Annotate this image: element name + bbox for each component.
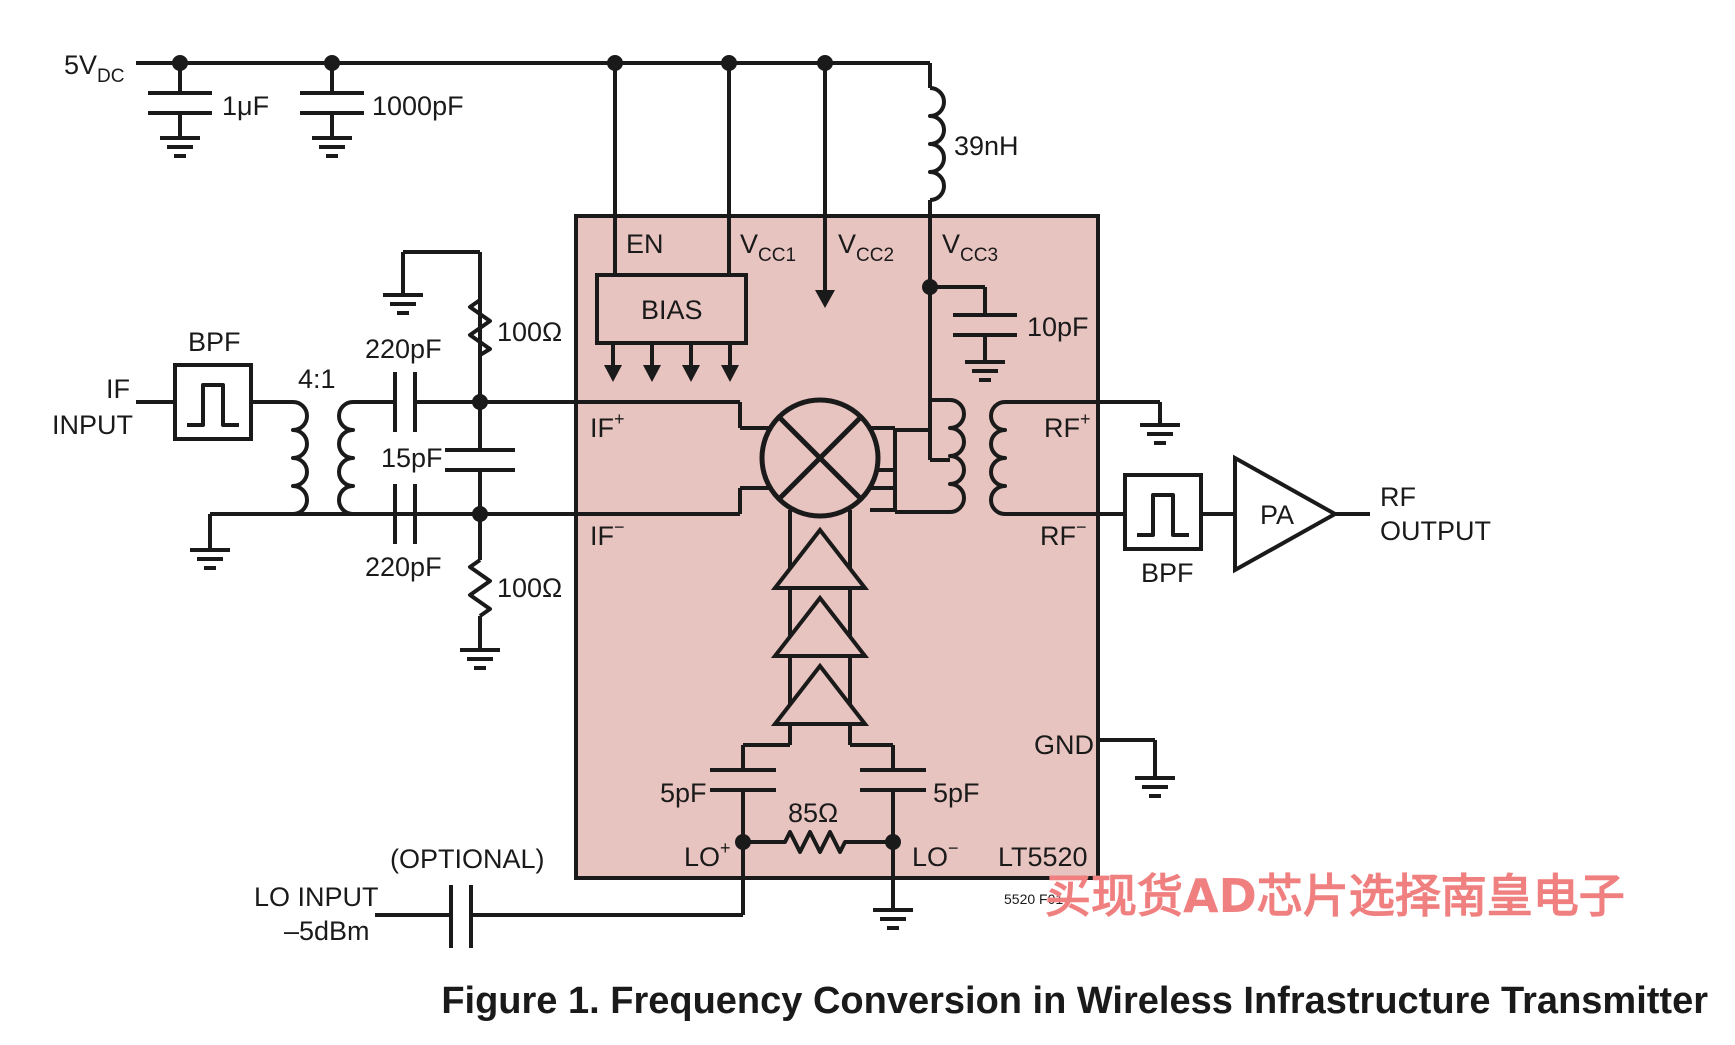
- lo-input-line1: LO INPUT: [254, 882, 379, 912]
- chip-part-number: LT5520: [998, 842, 1088, 872]
- lo-input-network: [710, 745, 926, 930]
- label-39nh: 39nH: [954, 131, 1019, 161]
- pin-vcc1: VCC1: [740, 229, 796, 266]
- transformer-ratio: 4:1: [298, 364, 336, 394]
- rf-output-chain: [1123, 454, 1370, 574]
- capacitor-1uf: [148, 63, 212, 158]
- if-input-line1: IF: [106, 374, 130, 404]
- figure-caption: Figure 1. Frequency Conversion in Wirele…: [441, 980, 1708, 1022]
- capacitor-10pf: [930, 285, 1017, 382]
- inductor-39nh: [928, 63, 946, 460]
- bias-arrows: [604, 343, 739, 382]
- bias-label: BIAS: [641, 295, 703, 325]
- label-220pf-top: 220pF: [365, 334, 442, 364]
- label-100ohm-top: 100Ω: [497, 317, 562, 347]
- lo-input-coupling: [375, 885, 743, 948]
- pin-lo-minus: LO−: [912, 838, 959, 872]
- pin-lo-plus: LO+: [684, 838, 731, 872]
- label-10pf: 10pF: [1027, 312, 1089, 342]
- rf-output-line2: OUTPUT: [1380, 516, 1491, 546]
- if-input-line2: INPUT: [52, 410, 133, 440]
- pin-rf-plus: RF+: [1044, 409, 1091, 443]
- pin-vcc3: VCC3: [942, 229, 998, 266]
- gnd-pin-wire: [1098, 738, 1177, 798]
- lo-optional-label: (OPTIONAL): [390, 844, 545, 874]
- label-5pf-right: 5pF: [933, 778, 980, 808]
- pin-vcc2: VCC2: [838, 229, 894, 266]
- label-100ohm-bottom: 100Ω: [497, 573, 562, 603]
- pin-rf-minus: RF−: [1040, 517, 1087, 551]
- lo-input-line2: –5dBm: [284, 916, 370, 946]
- pin-en: EN: [626, 229, 664, 259]
- bias-block: [595, 273, 748, 345]
- label-1000pf: 1000pF: [372, 91, 464, 121]
- pin-if-plus: IF+: [590, 409, 625, 443]
- rf-bpf-label: BPF: [1141, 558, 1194, 588]
- label-85ohm: 85Ω: [788, 798, 838, 828]
- watermark-text: 买现货AD芯片选择南皇电子: [1045, 869, 1625, 923]
- pin-if-minus: IF−: [590, 517, 625, 551]
- pin-gnd: GND: [1034, 730, 1094, 760]
- label-5pf-left: 5pF: [660, 778, 707, 808]
- figure-code: 5520 F01: [1004, 891, 1063, 907]
- if-input-network: [136, 250, 525, 670]
- mixer-symbol: [210, 397, 895, 519]
- supply-label: 5VDC: [64, 50, 124, 87]
- if-bpf-label: BPF: [188, 327, 241, 357]
- capacitor-1000pf: [300, 63, 364, 158]
- rf-output-line1: RF: [1380, 482, 1416, 512]
- lo-buffer-chain: [743, 510, 893, 747]
- label-1uf: 1μF: [222, 91, 269, 121]
- label-220pf-bottom: 220pF: [365, 552, 442, 582]
- label-15pf: 15pF: [381, 443, 443, 473]
- pa-label: PA: [1260, 500, 1294, 530]
